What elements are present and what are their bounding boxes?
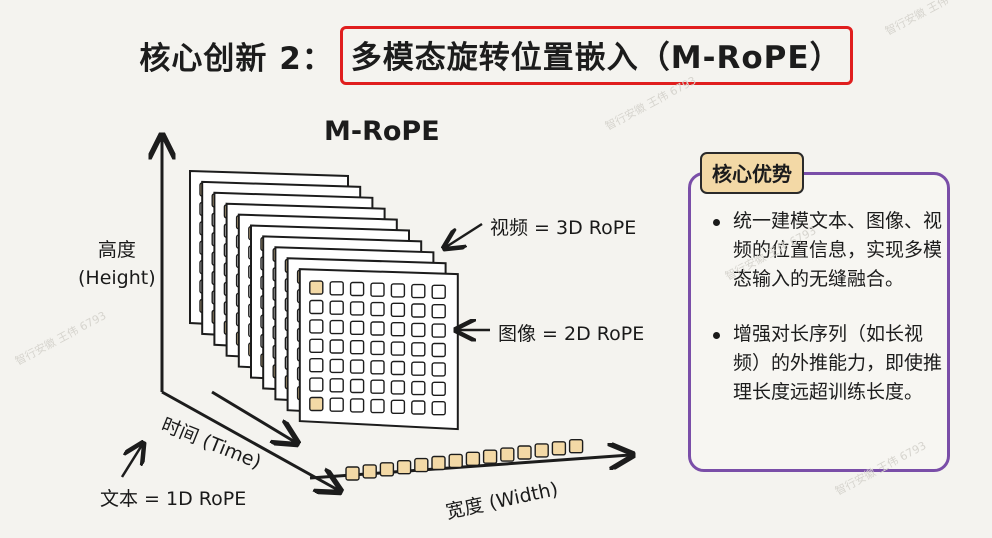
grid-cell [329, 378, 344, 393]
text-token [362, 464, 377, 479]
grid-cell [370, 282, 385, 297]
text-token [500, 447, 515, 462]
grid-cell [329, 281, 344, 296]
grid-cell [349, 378, 365, 394]
grid-cell [431, 323, 446, 338]
text-token [534, 443, 549, 458]
grid-cell [309, 299, 324, 315]
text-token [431, 455, 446, 471]
panel-badge: 核心优势 [700, 152, 804, 194]
text-token [465, 451, 481, 466]
grid-cell [370, 398, 385, 414]
depth-axis-arrow [161, 390, 338, 490]
bullet-icon [713, 219, 720, 226]
image-annotation: 图像 = 2D RoPE [498, 323, 645, 345]
grid-cell [370, 360, 385, 375]
advantages-list: 统一建模文本、图像、视频的位置信息，实现多模态输入的无缝融合。 增强对长序列（如… [711, 207, 943, 433]
height-axis-label: 高度 (Height) [78, 236, 156, 292]
grid-cell [431, 284, 446, 299]
text-token [517, 445, 532, 460]
text-token [396, 460, 412, 475]
grid-cell [309, 396, 324, 412]
advantage-item-2: 增强对长序列（如长视频）的外推能力，即使推理长度远超训练长度。 [711, 320, 943, 407]
text-token [482, 449, 498, 464]
advantage-text-1: 统一建模文本、图像、视频的位置信息，实现多模态输入的无缝融合。 [733, 210, 943, 290]
grid-cell [431, 362, 446, 377]
grid-cell [411, 380, 426, 396]
advantages-panel: 统一建模文本、图像、视频的位置信息，实现多模态输入的无缝融合。 增强对长序列（如… [688, 172, 950, 472]
text-pointer-arrow [120, 445, 142, 478]
grid-cell [370, 321, 385, 336]
video-annotation: 视频 = 3D RoPE [490, 217, 637, 239]
grid-cell [349, 340, 365, 355]
grid-cell [349, 320, 365, 335]
grid-cell [329, 300, 344, 315]
grid-cell [411, 303, 426, 318]
grid-cell [390, 322, 406, 337]
bullet-icon [713, 332, 720, 339]
grid-cell [390, 360, 406, 376]
grid-cell [390, 302, 406, 317]
grid-cell [329, 339, 344, 354]
grid-cell [390, 341, 406, 356]
grid-cell [370, 340, 385, 356]
grid-cell [329, 358, 344, 374]
grid-cell [309, 280, 324, 295]
grid-cell [431, 401, 446, 416]
grid-cell [309, 377, 324, 392]
text-token [568, 439, 584, 454]
time-axis-arrow [211, 390, 295, 442]
text-token [345, 466, 360, 481]
grid-cell [431, 304, 446, 319]
grid-cell [411, 322, 426, 338]
grid-cell [411, 342, 426, 357]
grid-cell [411, 400, 426, 415]
grid-cell [349, 281, 365, 297]
grid-cell [390, 399, 406, 414]
height-axis-label-cn: 高度 [97, 239, 136, 261]
grid-cell [329, 397, 344, 412]
grid-cell [349, 359, 365, 374]
grid-cell [390, 283, 406, 298]
grid-cell [431, 342, 446, 358]
grid-cell [411, 283, 426, 299]
grid-cell [309, 338, 324, 353]
text-token [448, 453, 463, 469]
video-pointer-arrow [446, 222, 483, 247]
diagram-heading: M-RoPE [324, 116, 440, 147]
grid-cell [431, 381, 446, 396]
height-axis-label-en: (Height) [78, 267, 156, 289]
grid-cell [370, 379, 385, 394]
title-prefix: 核心创新 2： [139, 40, 334, 77]
grid-cell [390, 380, 406, 395]
advantage-item-1: 统一建模文本、图像、视频的位置信息，实现多模态输入的无缝融合。 [711, 207, 943, 294]
grid-cell [329, 319, 344, 335]
grid-cell [349, 301, 365, 316]
grid-cell [370, 301, 385, 317]
video-frame [298, 268, 459, 431]
grid-cell [309, 319, 324, 334]
grid-cell [411, 361, 426, 376]
grid-cell [349, 398, 365, 413]
advantage-text-2: 增强对长序列（如长视频）的外推能力，即使推理长度远超训练长度。 [733, 323, 943, 403]
text-token [379, 462, 395, 477]
text-token [414, 457, 429, 473]
text-token [551, 441, 567, 456]
grid-cell [309, 358, 324, 373]
title-highlight: 多模态旋转位置嵌入（M-RoPE） [339, 25, 853, 85]
text-annotation: 文本 = 1D RoPE [100, 488, 247, 510]
page-title: 核心创新 2： 多模态旋转位置嵌入（M-RoPE） [0, 24, 992, 86]
